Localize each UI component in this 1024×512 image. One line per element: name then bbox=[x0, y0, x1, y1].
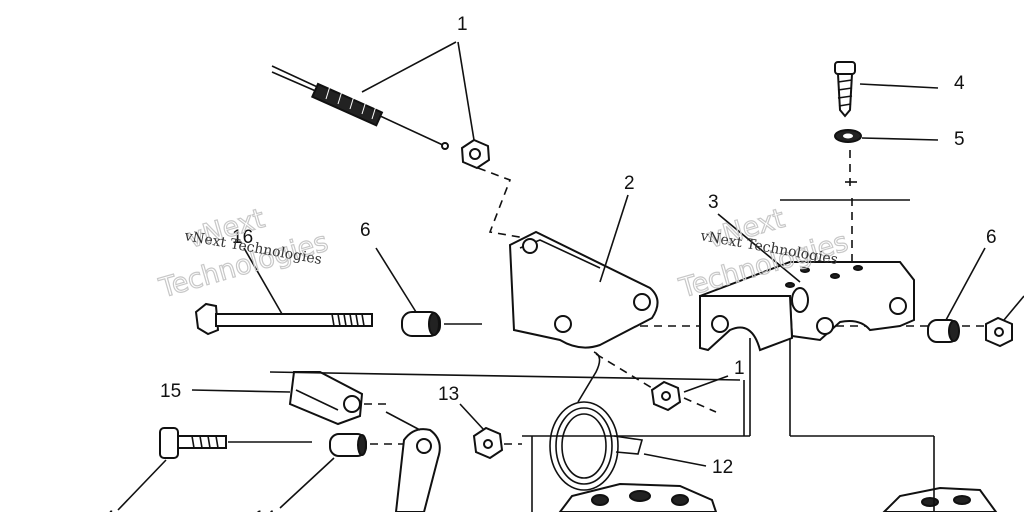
lever-arm bbox=[394, 428, 441, 512]
callout-15: 15 bbox=[160, 381, 181, 402]
callout-4-lower: 4 bbox=[104, 508, 115, 512]
callout-4-top: 4 bbox=[954, 73, 965, 94]
bolt-lower bbox=[159, 427, 227, 459]
callout-14: 14 bbox=[254, 508, 276, 512]
callout-3: 3 bbox=[708, 192, 719, 213]
washer-top bbox=[834, 129, 862, 143]
spacer-left bbox=[401, 311, 441, 337]
nut-lower bbox=[472, 426, 504, 460]
callout-6-right: 6 bbox=[986, 227, 997, 248]
callout-6-left: 6 bbox=[360, 220, 371, 241]
callout-16: 16 bbox=[232, 227, 253, 248]
cable-end bbox=[441, 142, 449, 150]
lower-housing-right bbox=[882, 486, 998, 512]
callout-2: 2 bbox=[624, 173, 635, 194]
bracket-plate bbox=[508, 230, 659, 349]
spacer-lower bbox=[329, 433, 367, 457]
cable-assembly bbox=[271, 65, 491, 170]
long-bolt bbox=[194, 302, 373, 336]
main-bracket bbox=[699, 261, 915, 352]
cable-clamp bbox=[288, 371, 364, 426]
spacer-right bbox=[927, 319, 960, 343]
bolt-top bbox=[834, 61, 856, 118]
callout-1-top: 1 bbox=[457, 14, 468, 35]
lower-housing-left bbox=[558, 482, 718, 512]
nut-middle bbox=[650, 380, 682, 412]
cable-spring bbox=[310, 82, 384, 127]
callout-1-lower: 1 bbox=[734, 358, 745, 379]
callout-12: 12 bbox=[712, 457, 733, 478]
callout-13: 13 bbox=[438, 384, 459, 405]
callout-5: 5 bbox=[954, 129, 965, 150]
torsion-spring bbox=[549, 351, 644, 491]
nut-right bbox=[985, 316, 1013, 348]
